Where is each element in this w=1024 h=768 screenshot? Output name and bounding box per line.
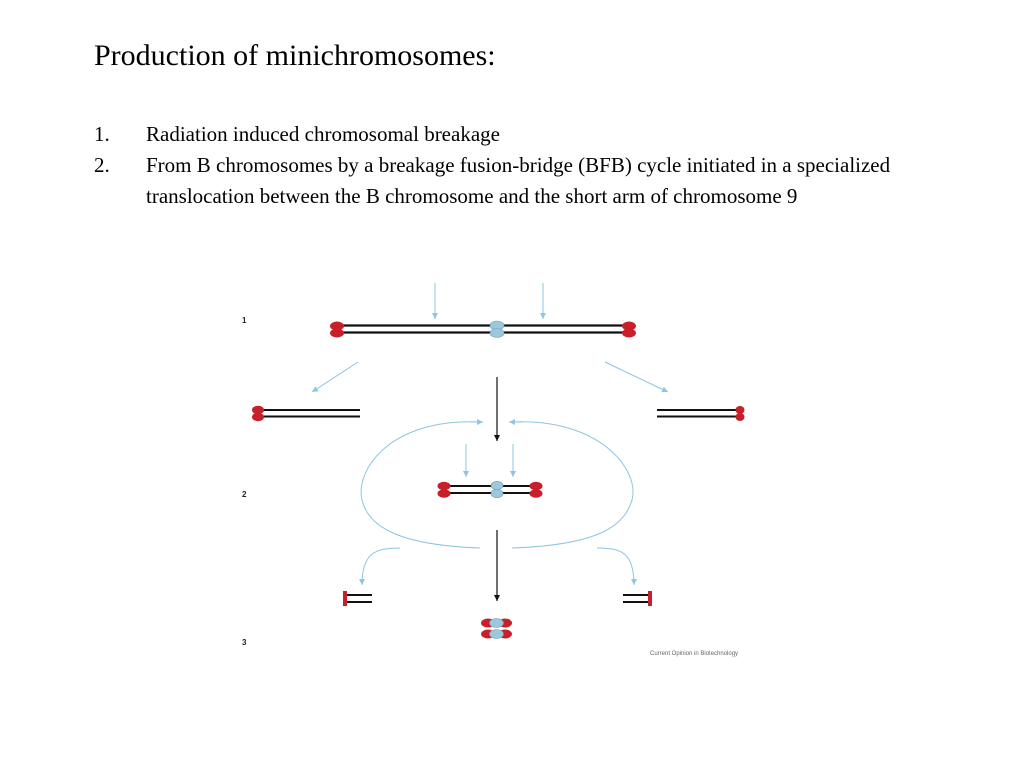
cycle-loop-left xyxy=(360,421,481,549)
telomere-icon xyxy=(529,481,543,491)
list-number: 2. xyxy=(94,153,110,177)
telomere-icon xyxy=(529,489,543,498)
telomere-icon xyxy=(252,412,264,422)
telomere-icon xyxy=(437,489,451,498)
telomere-icon xyxy=(437,481,451,491)
minichromosome xyxy=(481,618,512,639)
cycle-loop-right xyxy=(511,421,634,549)
centromere-icon xyxy=(490,480,504,490)
left-fragment xyxy=(252,405,360,422)
telomere-icon xyxy=(330,328,344,338)
stage-label-1: 1 xyxy=(242,316,247,325)
telomere-icon xyxy=(343,591,347,606)
telomere-icon xyxy=(330,321,344,331)
source-credit: Current Opinion in Biotechnology xyxy=(650,651,738,657)
small-fragment-left xyxy=(343,591,372,606)
lower-arrow-left xyxy=(359,547,401,586)
stage-label-2: 2 xyxy=(242,490,247,499)
right-fragment xyxy=(657,406,745,421)
list-item: 1. Radiation induced chromosomal breakag… xyxy=(94,119,974,151)
centromere-icon xyxy=(489,629,504,639)
centromere-icon xyxy=(489,328,505,338)
stage-1-chromosome xyxy=(330,320,636,338)
stage-2-chromosome xyxy=(437,480,543,498)
telomere-icon xyxy=(735,406,745,414)
telomere-icon xyxy=(252,405,264,415)
lower-arrow-right xyxy=(596,547,637,586)
centromere-icon xyxy=(489,618,504,628)
list-item: 2. From B chromosomes by a breakage fusi… xyxy=(94,150,974,250)
centromere-icon xyxy=(490,488,504,498)
list-text: Radiation induced chromosomal breakage xyxy=(146,122,500,146)
fragment-arrow-left xyxy=(311,361,359,393)
slide-title: Production of minichromosomes: xyxy=(94,39,496,72)
stage-label-3: 3 xyxy=(242,638,247,647)
fragment-arrow-right xyxy=(604,361,669,393)
small-fragment-right xyxy=(623,591,652,606)
list-number: 1. xyxy=(94,122,110,146)
telomere-icon xyxy=(735,413,745,421)
telomere-icon xyxy=(622,321,636,331)
telomere-icon xyxy=(622,328,636,338)
telomere-icon xyxy=(648,591,652,606)
list-text: From B chromosomes by a breakage fusion-… xyxy=(146,153,891,208)
